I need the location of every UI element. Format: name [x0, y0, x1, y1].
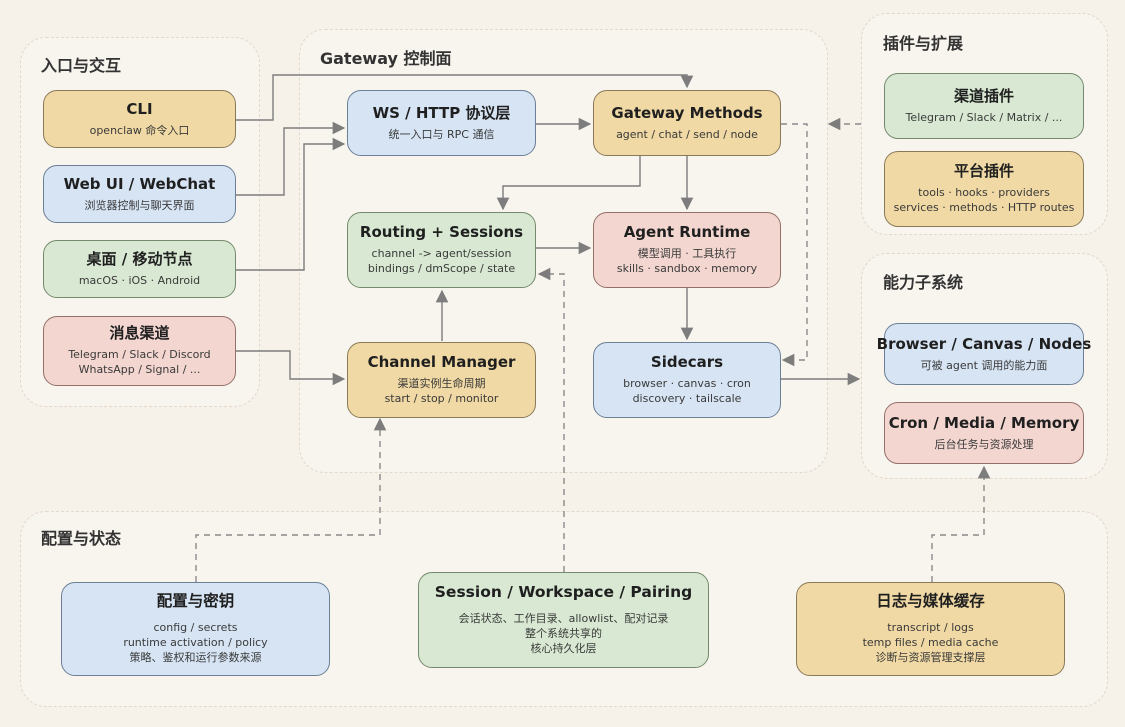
- node-desktop-line: macOS · iOS · Android: [78, 273, 201, 287]
- node-routing-line-2: bindings / dmScope / state: [367, 262, 516, 276]
- node-cli-title: CLI: [126, 99, 153, 118]
- node-config: 配置与密钥 config / secrets runtime activatio…: [61, 582, 330, 676]
- node-routing-line-1: channel -> agent/session: [371, 246, 512, 260]
- node-ws-title: WS / HTTP 协议层: [372, 103, 511, 122]
- node-logs-line-3: 诊断与资源管理支撑层: [875, 651, 986, 665]
- node-config-line-3: 策略、鉴权和运行参数来源: [129, 651, 262, 665]
- node-session-line-3: 核心持久化层: [530, 642, 597, 656]
- node-platform-plugins-line-1: tools · hooks · providers: [918, 185, 1050, 199]
- node-config-title: 配置与密钥: [156, 592, 235, 611]
- node-browser: Browser / Canvas / Nodes 可被 agent 调用的能力面: [877, 323, 1091, 385]
- arrow-desktop-ws: [236, 137, 346, 271]
- node-webui-line: 浏览器控制与聊天界面: [84, 198, 195, 212]
- node-cli-line: openclaw 命令入口: [89, 123, 190, 137]
- arrow-methods-routing: [496, 156, 641, 211]
- arrow-methods-sidecars: [781, 123, 808, 367]
- node-desktop: 桌面 / 移动节点 macOS · iOS · Android: [43, 240, 236, 298]
- group-config-title: 配置与状态: [41, 529, 122, 548]
- node-browser-line: 可被 agent 调用的能力面: [920, 358, 1048, 372]
- node-messaging-line-1: Telegram / Slack / Discord: [68, 347, 211, 361]
- node-messaging: 消息渠道 Telegram / Slack / Discord WhatsApp…: [43, 316, 236, 386]
- node-channel-plugins-title: 渠道插件: [953, 86, 1014, 105]
- arrow-messaging-channel: [236, 350, 346, 386]
- node-session-line-1: 会话状态、工作目录、allowlist、配对记录: [458, 611, 669, 625]
- node-sidecars-line-1: browser · canvas · cron: [623, 376, 751, 390]
- node-channel-manager: Channel Manager 渠道实例生命周期 start / stop / …: [347, 342, 536, 418]
- node-channel-title: Channel Manager: [367, 353, 516, 372]
- node-routing: Routing + Sessions channel -> agent/sess…: [347, 212, 536, 288]
- node-channel-plugins: 渠道插件 Telegram / Slack / Matrix / ...: [884, 73, 1084, 139]
- node-channel-line-2: start / stop / monitor: [384, 392, 499, 406]
- node-runtime-title: Agent Runtime: [623, 223, 751, 242]
- arrow-config-channel: [195, 417, 387, 582]
- node-cron-title: Cron / Media / Memory: [888, 413, 1080, 432]
- node-config-line-1: config / secrets: [153, 620, 238, 634]
- node-messaging-line-2: WhatsApp / Signal / ...: [78, 363, 201, 377]
- node-routing-title: Routing + Sessions: [359, 223, 524, 242]
- group-plugins-title: 插件与扩展: [883, 34, 964, 53]
- node-sidecars: Sidecars browser · canvas · cron discove…: [593, 342, 781, 418]
- node-methods-title: Gateway Methods: [611, 103, 763, 122]
- node-platform-plugins: 平台插件 tools · hooks · providers services …: [884, 151, 1084, 227]
- node-cron: Cron / Media / Memory 后台任务与资源处理: [884, 402, 1084, 464]
- node-ws-line: 统一入口与 RPC 通信: [388, 127, 495, 141]
- node-channel-plugins-line: Telegram / Slack / Matrix / ...: [905, 110, 1063, 124]
- node-desktop-title: 桌面 / 移动节点: [86, 249, 193, 268]
- node-logs: 日志与媒体缓存 transcript / logs temp files / m…: [796, 582, 1065, 676]
- node-logs-title: 日志与媒体缓存: [876, 592, 985, 611]
- node-runtime-line-1: 模型调用 · 工具执行: [637, 246, 737, 260]
- node-messaging-title: 消息渠道: [109, 324, 170, 343]
- node-session: Session / Workspace / Pairing 会话状态、工作目录、…: [418, 572, 709, 668]
- node-methods: Gateway Methods agent / chat / send / no…: [593, 90, 781, 156]
- node-cron-line: 后台任务与资源处理: [934, 437, 1034, 451]
- node-config-line-2: runtime activation / policy: [123, 635, 268, 649]
- node-webui-title: Web UI / WebChat: [63, 174, 216, 193]
- node-session-line-2: 整个系统共享的: [525, 626, 602, 640]
- node-browser-title: Browser / Canvas / Nodes: [876, 334, 1092, 353]
- node-logs-line-1: transcript / logs: [887, 620, 974, 634]
- node-cli: CLI openclaw 命令入口: [43, 90, 236, 148]
- node-channel-line-1: 渠道实例生命周期: [397, 376, 486, 390]
- node-session-title: Session / Workspace / Pairing: [434, 583, 693, 602]
- node-logs-line-2: temp files / media cache: [862, 635, 999, 649]
- arrow-cli-methods: [236, 74, 694, 121]
- node-sidecars-line-2: discovery · tailscale: [632, 392, 742, 406]
- arrow-session-routing: [537, 267, 565, 572]
- node-platform-plugins-line-2: services · methods · HTTP routes: [893, 201, 1075, 215]
- group-entry-title: 入口与交互: [41, 56, 122, 75]
- arrow-webui-ws: [236, 121, 346, 196]
- group-capability-title: 能力子系统: [883, 273, 964, 292]
- group-gateway-title: Gateway 控制面: [320, 49, 452, 68]
- node-platform-plugins-title: 平台插件: [953, 162, 1014, 181]
- node-sidecars-title: Sidecars: [650, 353, 724, 372]
- node-runtime-line-2: skills · sandbox · memory: [616, 262, 758, 276]
- node-methods-line: agent / chat / send / node: [616, 127, 758, 141]
- node-ws: WS / HTTP 协议层 统一入口与 RPC 通信: [347, 90, 536, 156]
- node-runtime: Agent Runtime 模型调用 · 工具执行 skills · sandb…: [593, 212, 781, 288]
- arrow-logs-cron: [931, 465, 991, 582]
- node-webui: Web UI / WebChat 浏览器控制与聊天界面: [43, 165, 236, 223]
